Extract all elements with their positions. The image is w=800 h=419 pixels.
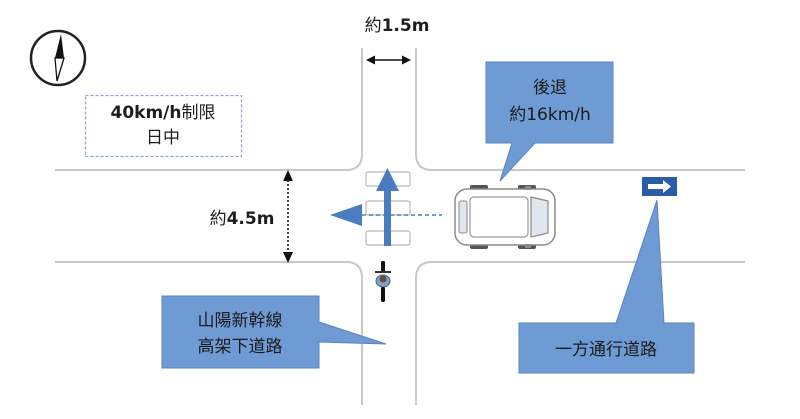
reverse-callout-line1: 後退 [533, 78, 567, 98]
compass-icon [29, 29, 87, 87]
reverse-callout-line2: 約16km/h [509, 105, 591, 125]
car-reverse-arrow [330, 204, 442, 226]
speed-limit-box: 40km/h制限 日中 [84, 94, 243, 158]
lane-width-label: 約1.5m [365, 16, 430, 36]
car-icon [454, 185, 556, 249]
speed-limit-time: 日中 [146, 128, 180, 148]
one-way-callout: 一方通行道路 [518, 199, 695, 374]
road-edge-top-left [55, 48, 363, 171]
road-edge-bottom-left [55, 261, 363, 405]
viaduct-callout-line2: 高架下道路 [198, 337, 283, 357]
viaduct-callout-line1: 山陽新幹線 [198, 310, 283, 331]
road-width-label: 約4.5m [210, 209, 275, 229]
one-way-sign-icon [642, 177, 677, 196]
bicycle-icon [375, 261, 391, 302]
road-width-arrow [283, 170, 293, 263]
viaduct-callout: 山陽新幹線 高架下道路 [161, 295, 387, 369]
road-edge-bottom-right [415, 261, 745, 405]
bicycle-direction-arrow [376, 168, 399, 246]
speed-limit-label: 40km/h制限 [111, 103, 216, 123]
reverse-callout: 後退 約16km/h [485, 61, 614, 182]
lane-width-arrow [366, 55, 411, 65]
road-edges [55, 48, 745, 405]
one-way-callout-text: 一方通行道路 [555, 340, 657, 360]
road-edge-top-right [415, 48, 745, 171]
